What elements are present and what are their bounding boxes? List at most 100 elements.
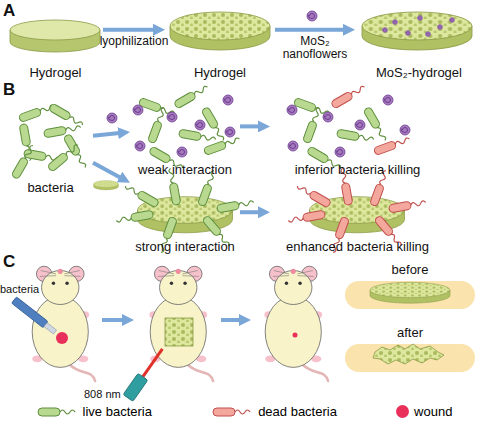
image-node: before — [340, 262, 480, 312]
weak-interaction-scene — [173, 84, 209, 109]
weak-interaction-scene — [177, 147, 187, 157]
image-node: bacteria — [8, 95, 93, 195]
panel-letter: A — [3, 1, 15, 21]
before-panel — [370, 282, 450, 303]
pipette — [44, 323, 57, 334]
image-node: MoS₂-hydrogel — [355, 4, 483, 80]
after-panel — [345, 344, 475, 372]
step-arrow — [102, 314, 251, 326]
inferior-killing-scene — [287, 105, 297, 115]
after-panel — [373, 344, 444, 364]
porous-hydrogel — [170, 12, 270, 50]
mos2-nanoflower — [107, 113, 117, 123]
bacteria-cluster — [43, 124, 81, 138]
before-panel — [345, 281, 475, 309]
strong-interaction-scene — [216, 199, 254, 213]
node-caption: after — [397, 325, 423, 340]
strong-interaction-scene — [123, 183, 159, 208]
mos2-hydrogel — [438, 25, 443, 30]
weak-interaction-scene — [135, 141, 145, 151]
flow-arrow — [93, 133, 122, 136]
node-caption: enhanced bacteria killing — [286, 239, 429, 254]
flow-arrow — [103, 28, 157, 32]
inferior-killing-scene — [400, 125, 410, 135]
weak-interaction-scene — [147, 106, 167, 144]
panel-letter: B — [3, 80, 15, 100]
enhanced-killing-scene — [388, 199, 426, 213]
legend-item: live bacteria — [36, 404, 152, 419]
image-node: enhanced bacteria killing — [270, 182, 445, 254]
legend-item: dead bacteria — [211, 404, 337, 419]
legend-sample — [38, 408, 75, 416]
legend: live bacteria dead bacteria wound — [6, 404, 482, 419]
node-caption: inferior bacteria killing — [295, 162, 421, 177]
weak-interaction-scene — [133, 84, 241, 172]
step-arrow — [102, 318, 124, 322]
image-node: Hydrogel — [165, 4, 275, 80]
mos2-hydrogel — [362, 12, 472, 50]
weak-interaction-scene — [178, 129, 216, 143]
solid-hydrogel-disk — [10, 20, 100, 52]
mos2-hydrogel — [362, 12, 472, 50]
image-node: strong interaction — [130, 182, 240, 254]
mos2-hydrogel — [383, 28, 388, 33]
mos2-hydrogel — [393, 20, 398, 25]
mos2-hydrogel — [450, 18, 455, 23]
laser-label: 808 nm — [84, 388, 121, 401]
image-node: weak interaction — [130, 85, 240, 177]
inferior-killing-scene — [323, 112, 333, 122]
step-arrow — [221, 318, 241, 322]
inferior-killing-scene — [363, 106, 388, 142]
flow-arrow — [240, 124, 262, 128]
legend-text: wound — [414, 404, 452, 419]
weak-interaction-scene — [203, 135, 241, 155]
before-panel — [345, 281, 475, 309]
legend-item: wound — [396, 404, 452, 419]
inferior-killing-scene — [355, 120, 365, 130]
inferior-killing-scene — [335, 147, 345, 157]
legend-swatch — [396, 405, 409, 418]
step-arrow — [122, 314, 134, 326]
healed-wound — [293, 333, 298, 338]
legend-text: live bacteria — [83, 404, 152, 419]
edge-label: MoS₂ nanoflowers — [280, 35, 350, 61]
laser-device — [123, 373, 148, 401]
flow-arrow — [240, 210, 262, 214]
node-caption: bacteria — [27, 180, 73, 195]
laser-device — [123, 345, 167, 401]
bacteria-cluster — [47, 142, 80, 172]
enhanced-killing-scene — [288, 210, 326, 224]
wound-mark — [56, 332, 68, 344]
flow-arrow — [275, 28, 347, 32]
weak-interaction-scene — [133, 105, 143, 115]
inferior-killing-scene — [330, 84, 366, 109]
hydrogel-patch — [165, 318, 193, 346]
weak-interaction-scene — [223, 95, 233, 105]
solid-hydrogel-disk — [10, 20, 100, 40]
bacteria-cluster — [18, 102, 56, 122]
node-caption: before — [392, 262, 429, 277]
image-node: inferior bacteria killing — [270, 85, 445, 177]
mouse — [264, 266, 328, 381]
node-caption: strong interaction — [135, 239, 235, 254]
mos2-nanoflower — [307, 11, 317, 21]
node-caption: weak interaction — [138, 162, 232, 177]
inferior-killing-scene — [336, 129, 374, 143]
small-hydrogel — [94, 181, 119, 191]
mouse — [149, 266, 213, 381]
strong-interaction-scene — [116, 168, 255, 254]
step-arrow — [239, 314, 251, 326]
legend-text: dead bacteria — [258, 404, 337, 419]
bacteria-cluster — [11, 102, 88, 179]
bacteria-cluster — [11, 143, 36, 179]
node-caption: Hydrogel — [29, 65, 81, 80]
panel-letter: C — [3, 252, 15, 272]
inferior-killing-scene — [373, 135, 411, 155]
edge-label: lyophilization — [100, 35, 169, 48]
enhanced-killing-scene — [295, 183, 331, 208]
after-panel — [345, 344, 475, 372]
weak-interaction-scene — [195, 120, 205, 130]
flow-arrow — [93, 163, 123, 179]
